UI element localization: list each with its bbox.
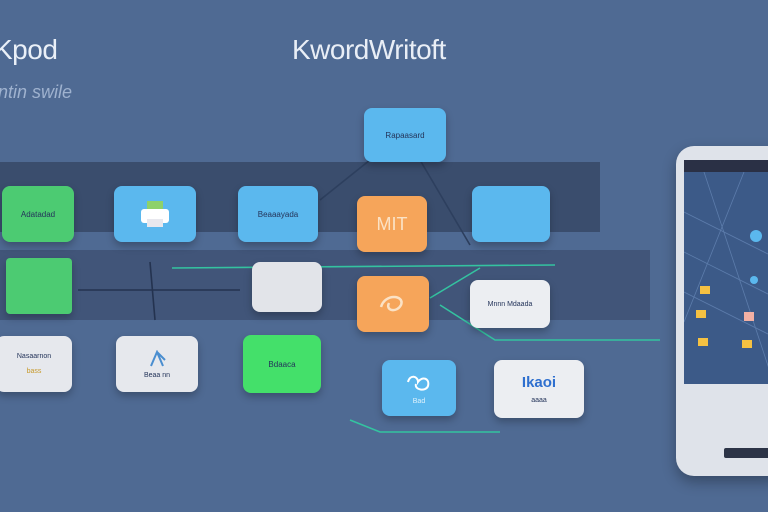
tile-label: Adatadad	[20, 209, 56, 219]
tile-label: Beaa nn	[143, 371, 171, 379]
tile-green-scroll[interactable]	[6, 258, 72, 314]
tile-white-bottom-right[interactable]: Ikaoi aaaa	[494, 360, 584, 418]
tile-light-blue-right[interactable]	[472, 186, 550, 242]
swirl-icon	[379, 295, 403, 312]
smartphone	[676, 146, 768, 476]
map-marker-icon	[696, 310, 706, 318]
connector-line	[419, 159, 471, 246]
connector-line	[439, 304, 660, 341]
tile-label: Nasaarnon	[16, 353, 52, 360]
tile-label: Bad	[412, 397, 426, 405]
tile-label: MIT	[376, 213, 408, 234]
tile-green-left[interactable]: Adatadad	[2, 186, 74, 242]
map-marker-icon	[698, 338, 708, 346]
tile-white-card-right[interactable]: Mnnn Mdaada	[470, 280, 550, 328]
map-marker-icon	[700, 286, 710, 294]
tile-orange[interactable]: MIT	[357, 196, 427, 252]
tile-label: Mnnn Mdaada	[487, 300, 533, 308]
connector-line	[319, 159, 371, 201]
connector-line	[149, 261, 156, 321]
tile-white-left[interactable]: Nasaarnon bass	[0, 336, 72, 392]
left-subtitle: ntin swile	[0, 82, 73, 102]
map-marker-icon	[742, 340, 752, 348]
map-graphic	[684, 172, 768, 368]
left-title: Kpod	[0, 34, 58, 65]
phone-screen[interactable]	[684, 160, 768, 384]
connector-line	[429, 267, 481, 299]
tile-sublabel: bass	[26, 368, 42, 375]
tile-sublabel: aaaa	[531, 397, 547, 404]
tile-gray-card[interactable]	[252, 262, 322, 312]
tile-top-blue[interactable]: Rapaasard	[364, 108, 446, 162]
tile-blue-bottom[interactable]: Bad	[382, 360, 456, 416]
tile-blue-mid[interactable]: Beaaayada	[238, 186, 318, 242]
map-marker-icon	[744, 312, 754, 321]
map-pin-icon	[750, 276, 758, 284]
connector-line	[171, 264, 556, 269]
tile-label: Beaaayada	[257, 209, 299, 219]
tile-printer[interactable]	[114, 186, 196, 242]
phone-home-button[interactable]	[724, 448, 768, 458]
tile-label: Ikaoi	[521, 374, 557, 391]
main-title: KwordWritoft	[292, 34, 446, 65]
tile-white-mid[interactable]: Beaa nn	[116, 336, 198, 392]
cloud-icon	[407, 375, 430, 391]
phone-status-bar	[684, 160, 768, 172]
tile-orange-swirl[interactable]	[357, 276, 429, 332]
arrow-icon	[150, 349, 166, 366]
tile-green-bottom[interactable]: Bdaaca	[243, 335, 321, 393]
printer-icon	[141, 201, 169, 227]
tile-label: Rapaasard	[385, 130, 425, 140]
connector-line	[349, 419, 500, 433]
map-pin-icon	[750, 230, 762, 242]
tile-label: Bdaaca	[268, 359, 296, 369]
